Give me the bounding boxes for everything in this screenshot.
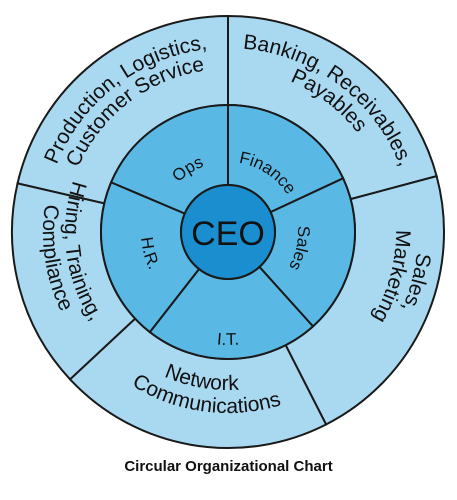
inner-label-it: I.T. [216, 329, 239, 349]
ceo-label: CEO [191, 215, 265, 253]
inner-ring [100, 103, 356, 361]
outer-ring [11, 14, 445, 449]
ceo-circle [180, 184, 276, 280]
chart-caption: Circular Organizational Chart [124, 458, 333, 475]
org-chart-diagram: Ops Finance Sales I.T. H.R. Production, … [11, 14, 445, 449]
